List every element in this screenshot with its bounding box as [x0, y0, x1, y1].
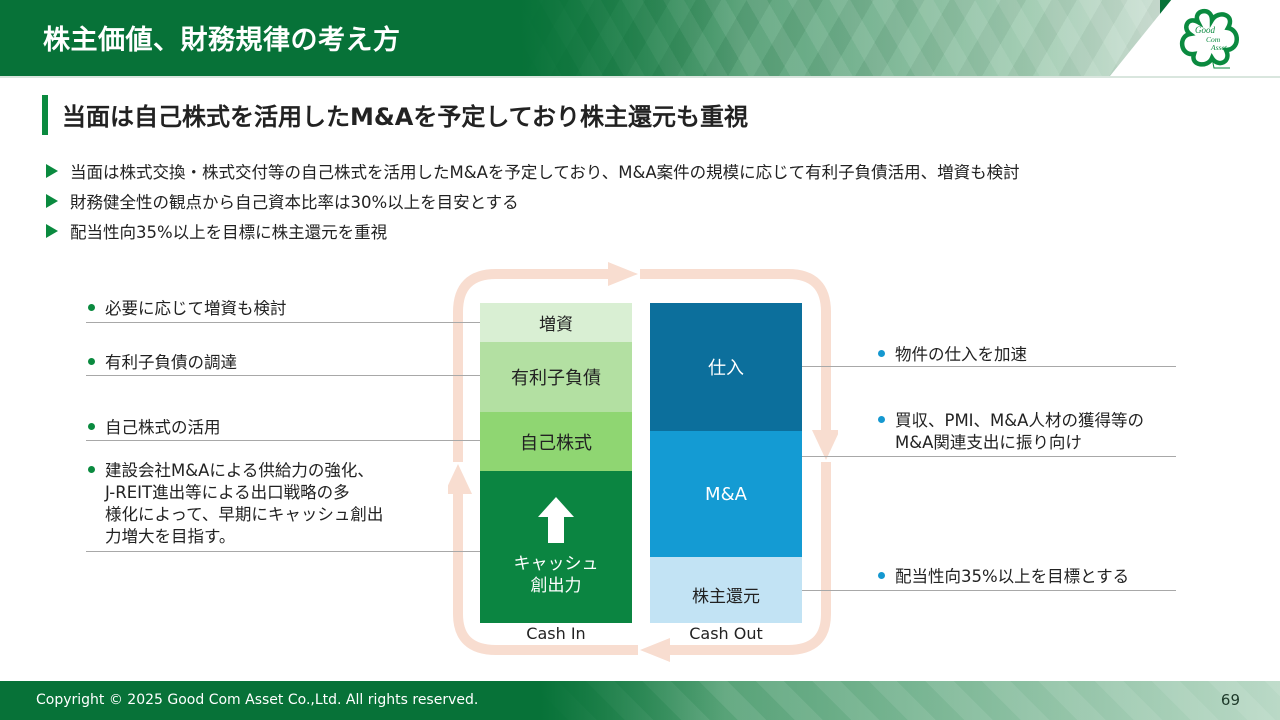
up-arrow-icon: [538, 497, 574, 543]
page-title: 株主価値、財務規律の考え方: [43, 25, 401, 56]
bullet-dot-icon: [878, 572, 885, 579]
key-point: 財務健全性の観点から自己資本比率は30%以上を目安とする: [46, 186, 1020, 216]
note-text-line: M&A関連支出に振り向け: [895, 433, 1082, 452]
block-label: 増資: [539, 315, 573, 335]
block-shareholder-returns: 株主還元: [650, 557, 802, 623]
footer-bar: Copyright © 2025 Good Com Asset Co.,Ltd.…: [0, 681, 1280, 720]
header-divider: [0, 76, 1280, 78]
block-label: 有利子負債: [511, 368, 601, 389]
note-text-line: J-REIT進出等による出口戦略の多: [105, 483, 350, 502]
cycle-arrow-top-left: [453, 269, 608, 462]
arrow-head-left-icon: [640, 638, 670, 662]
connector-line: [802, 366, 1176, 367]
note-purchasing: 物件の仕入を加速: [878, 344, 1027, 366]
note-cash-generation: 建設会社M&Aによる供給力の強化、 J-REIT進出等による出口戦略の多 様化に…: [88, 460, 383, 548]
key-points-list: 当面は株式交換・株式交付等の自己株式を活用したM&Aを予定しており、M&A案件の…: [46, 156, 1020, 246]
page-number: 69: [1220, 691, 1240, 709]
key-point-text: 財務健全性の観点から自己資本比率は30%以上を目安とする: [70, 193, 519, 212]
clover-logo-icon: Good Com Asset: [1180, 9, 1239, 69]
key-point-text: 配当性向35%以上を目標に株主還元を重視: [70, 223, 388, 242]
bullet-dot-icon: [88, 304, 95, 311]
note-text: 物件の仕入を加速: [895, 345, 1027, 364]
block-ma: M&A: [650, 431, 802, 557]
cash-in-column: 増資 有利子負債 自己株式 キャッシュ 創出力: [480, 303, 632, 623]
block-treasury-stock: 自己株式: [480, 412, 632, 471]
block-label: 仕入: [708, 358, 744, 379]
logo-text-com: Com: [1206, 35, 1221, 44]
header-bar: 株主価値、財務規律の考え方 Good Com Asset: [0, 0, 1280, 76]
block-cash-generation: キャッシュ 創出力: [480, 471, 632, 623]
triangle-bullet-icon: [46, 224, 58, 238]
cash-out-column: 仕入 M&A 株主還元: [650, 303, 802, 623]
note-debt: 有利子負債の調達: [88, 352, 237, 374]
key-point: 当面は株式交換・株式交付等の自己株式を活用したM&Aを予定しており、M&A案件の…: [46, 156, 1020, 186]
block-label: 自己株式: [520, 432, 592, 454]
cash-out-label: Cash Out: [689, 624, 763, 643]
note-text: 有利子負債の調達: [105, 353, 237, 372]
note-payout-ratio: 配当性向35%以上を目標とする: [878, 566, 1129, 588]
connector-line: [86, 322, 480, 323]
block-interest-bearing-debt: 有利子負債: [480, 342, 632, 412]
footer-pattern: [540, 681, 1280, 720]
logo-text-good: Good: [1195, 25, 1215, 35]
note-ma-spending: 買収、PMI、M&A人材の獲得等の M&A関連支出に振り向け: [878, 410, 1144, 454]
note-text: 配当性向35%以上を目標とする: [895, 567, 1130, 586]
bullet-dot-icon: [878, 416, 885, 423]
block-purchasing: 仕入: [650, 303, 802, 431]
block-label-line2: 創出力: [530, 576, 582, 596]
cash-cycle-arrows: [448, 262, 838, 662]
copyright-text: Copyright © 2025 Good Com Asset Co.,Ltd.…: [36, 692, 479, 708]
cash-in-label: Cash In: [526, 624, 586, 643]
connector-line: [86, 551, 480, 552]
header-pattern: [520, 0, 1160, 76]
bullet-dot-icon: [88, 423, 95, 430]
logo-text-asset: Asset: [1210, 43, 1228, 52]
note-text-line: 買収、PMI、M&A人材の獲得等の: [895, 411, 1144, 430]
key-point-text: 当面は株式交換・株式交付等の自己株式を活用したM&Aを予定しており、M&A案件の…: [70, 163, 1020, 182]
key-point: 配当性向35%以上を目標に株主還元を重視: [46, 216, 1020, 246]
note-text-line: 力増大を目指す。: [105, 527, 236, 546]
bullet-dot-icon: [88, 466, 95, 473]
connector-line: [86, 375, 480, 376]
note-text: 自己株式の活用: [105, 418, 221, 437]
note-capital-increase: 必要に応じて増資も検討: [88, 298, 287, 320]
triangle-bullet-icon: [46, 194, 58, 208]
bullet-dot-icon: [878, 350, 885, 357]
connector-line: [802, 456, 1176, 457]
block-label: M&A: [705, 483, 747, 505]
note-text-line: 建設会社M&Aによる供給力の強化、: [105, 461, 374, 480]
subtitle-accent-bar: [42, 95, 48, 135]
arrow-head-down-icon: [812, 430, 838, 460]
note-text: 必要に応じて増資も検討: [105, 299, 287, 318]
cycle-arrow-bottom-left: [453, 494, 638, 655]
section-subtitle: 当面は自己株式を活用したM&Aを予定しており株主還元も重視: [62, 103, 748, 131]
block-label-line1: キャッシュ: [513, 554, 599, 574]
arrow-head-up-icon: [448, 464, 472, 494]
block-capital-increase: 増資: [480, 303, 632, 342]
arrow-head-right-icon: [608, 262, 638, 286]
triangle-bullet-icon: [46, 164, 58, 178]
cycle-arrow-bottom-right: [670, 462, 831, 655]
note-text-line: 様化によって、早期にキャッシュ創出: [105, 505, 384, 524]
note-treasury-stock: 自己株式の活用: [88, 417, 221, 439]
bullet-dot-icon: [88, 358, 95, 365]
connector-line: [802, 590, 1176, 591]
connector-line: [86, 440, 480, 441]
block-label: 株主還元: [692, 586, 760, 607]
cycle-arrow-top-right: [640, 269, 831, 430]
